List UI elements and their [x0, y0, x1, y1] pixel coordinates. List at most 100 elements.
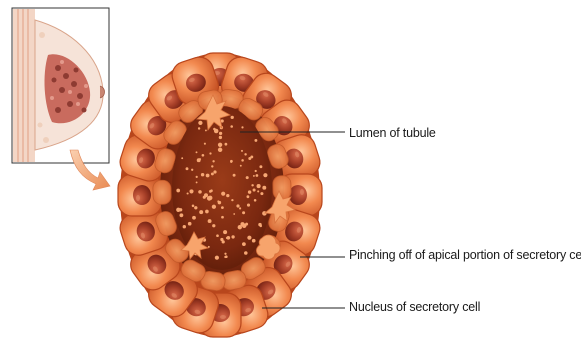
- secretory-droplet: [218, 148, 222, 152]
- secretory-droplet: [248, 190, 251, 193]
- secretory-droplet: [255, 170, 257, 172]
- secretory-droplet: [176, 189, 180, 193]
- secretory-droplet: [214, 129, 219, 134]
- secretory-droplet: [215, 256, 219, 260]
- secretory-droplet: [196, 151, 198, 153]
- secretory-droplet: [211, 165, 213, 167]
- secretory-droplet: [260, 192, 263, 195]
- secretory-droplet: [231, 199, 233, 201]
- secretory-droplet: [198, 127, 200, 129]
- secretory-droplet: [191, 169, 193, 171]
- apical-cell: [153, 180, 172, 204]
- secretory-droplet: [194, 206, 197, 209]
- secretory-droplet: [256, 174, 259, 177]
- secretory-droplet: [231, 235, 234, 238]
- secretory-droplet: [208, 196, 213, 201]
- secretory-droplet: [221, 216, 224, 219]
- secretory-droplet: [212, 160, 214, 162]
- secretory-droplet: [198, 190, 202, 194]
- secretory-droplet: [211, 172, 214, 175]
- secretory-droplet: [219, 136, 222, 139]
- secretory-droplet: [242, 211, 245, 214]
- secretory-droplet: [221, 206, 224, 209]
- secretory-droplet: [192, 205, 195, 208]
- pinching-label: Pinching off of apical portion of secret…: [349, 248, 581, 262]
- secretory-droplet: [230, 160, 233, 163]
- secretory-droplet: [220, 238, 223, 241]
- secretory-droplet: [246, 176, 249, 179]
- secretory-droplet: [263, 173, 267, 177]
- secretory-droplet: [217, 200, 219, 202]
- secretory-droplet: [202, 154, 205, 157]
- secretory-droplet: [204, 143, 206, 145]
- secretory-droplet: [201, 173, 204, 176]
- secretory-droplet: [252, 239, 256, 243]
- secretory-droplet: [238, 225, 242, 229]
- secretory-droplet: [241, 126, 243, 128]
- secretory-droplet: [208, 246, 210, 248]
- secretory-droplet: [219, 132, 222, 135]
- secretory-droplet: [221, 192, 225, 196]
- secretory-droplet: [241, 150, 243, 152]
- secretory-droplet: [251, 184, 253, 186]
- secretory-droplet: [250, 155, 253, 158]
- cell-nucleus: [133, 185, 151, 205]
- secretory-droplet: [236, 204, 239, 207]
- secretory-droplet: [183, 225, 186, 228]
- secretory-droplet: [244, 251, 248, 255]
- secretory-droplet: [231, 116, 234, 119]
- secretory-droplet: [225, 143, 228, 146]
- secretory-droplet: [196, 176, 198, 178]
- secretory-droplet: [233, 213, 235, 215]
- secretory-droplet: [209, 152, 211, 154]
- secretory-droplet: [224, 253, 226, 255]
- secretory-droplet: [205, 210, 209, 214]
- secretory-tubule: [116, 53, 323, 337]
- lumen-label: Lumen of tubule: [349, 126, 436, 140]
- secretory-droplet: [188, 222, 192, 226]
- secretory-droplet: [181, 157, 183, 159]
- secretory-droplet: [254, 199, 257, 202]
- cell-nucleus: [289, 185, 307, 205]
- secretory-droplet: [239, 207, 241, 209]
- secretory-droplet: [225, 255, 228, 258]
- secretory-droplet: [199, 158, 201, 160]
- secretory-droplet: [205, 129, 207, 131]
- secretory-droplet: [179, 213, 183, 217]
- secretory-droplet: [241, 159, 244, 162]
- secretory-droplet: [176, 208, 180, 212]
- secretory-droplet: [245, 223, 248, 226]
- secretory-droplet: [242, 242, 246, 246]
- secretory-droplet: [254, 139, 257, 142]
- secretory-droplet: [208, 219, 212, 223]
- secretory-droplet: [216, 234, 219, 237]
- secretory-droplet: [212, 224, 215, 227]
- secretory-droplet: [247, 236, 251, 240]
- secretory-droplet: [230, 125, 233, 128]
- secretory-droplet: [206, 174, 210, 178]
- secretory-droplet: [240, 165, 242, 167]
- secretory-droplet: [226, 237, 228, 239]
- secretory-droplet: [258, 185, 260, 187]
- secretory-droplet: [233, 174, 236, 177]
- secretory-droplet: [189, 189, 193, 193]
- nucleus-label: Nucleus of secretory cell: [349, 300, 480, 314]
- secretory-droplet: [198, 121, 202, 125]
- secretory-droplet: [186, 167, 189, 170]
- inset-breast-illustration: [12, 8, 109, 163]
- secretory-droplet: [244, 153, 246, 155]
- secretory-droplet: [213, 170, 216, 173]
- secretory-droplet: [212, 205, 216, 209]
- secretory-droplet: [247, 204, 250, 207]
- secretory-droplet: [223, 230, 227, 234]
- secretory-droplet: [203, 196, 206, 199]
- secretory-droplet: [253, 188, 256, 191]
- secretory-droplet: [262, 186, 266, 190]
- secretory-droplet: [196, 181, 198, 183]
- secretory-droplet: [226, 194, 229, 197]
- secretory-droplet: [187, 192, 189, 194]
- secretory-droplet: [218, 143, 222, 147]
- secretory-droplet: [257, 190, 259, 192]
- secretory-droplet: [259, 165, 262, 168]
